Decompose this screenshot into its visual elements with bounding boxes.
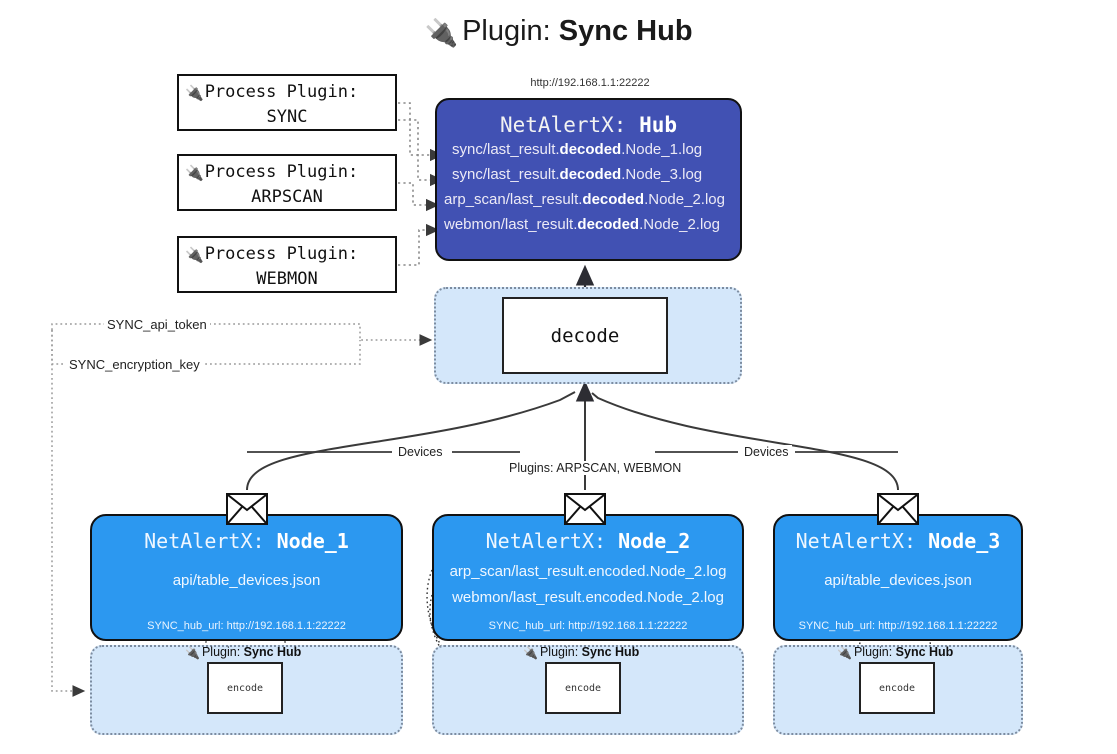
node-2-hub-url: SYNC_hub_url: http://192.168.1.1:22222 [488, 620, 688, 632]
hub-url-label: http://192.168.1.1:22222 [530, 77, 650, 89]
plug-icon: 🔌 [523, 646, 538, 660]
node-2-line-1: arp_scan/last_result.encoded.Node_2.log [449, 563, 727, 580]
plug-icon: 🔌 [185, 164, 204, 182]
process-plugin-sync-line2: SYNC [266, 107, 308, 127]
envelope-icon [877, 493, 919, 525]
hub-log-1: sync/last_result.decoded.Node_1.log [452, 141, 703, 158]
plug-icon: 🔌 [185, 246, 204, 264]
hub-node[interactable]: NetAlertX: Hub sync/last_result.decoded.… [435, 98, 742, 261]
node-1-hub-url: SYNC_hub_url: http://192.168.1.1:22222 [147, 620, 346, 632]
plug-icon: 🔌 [185, 646, 200, 660]
node-3[interactable]: NetAlertX: Node_3 api/table_devices.json… [773, 514, 1023, 641]
hub-log-2: sync/last_result.decoded.Node_3.log [452, 166, 703, 183]
hub-title: NetAlertX: Hub [437, 113, 740, 137]
node-3-line-1: api/table_devices.json [824, 572, 972, 589]
hub-log-4: webmon/last_result.decoded.Node_2.log [444, 216, 720, 233]
process-plugin-webmon-line2: WEBMON [256, 269, 318, 289]
encode-box-2[interactable]: encode [545, 662, 621, 714]
node-3-title: NetAlertX: Node_3 [795, 529, 1001, 553]
process-plugin-webmon[interactable]: 🔌Process Plugin: WEBMON [177, 236, 397, 293]
hub-title-name: Hub [639, 113, 677, 137]
encode-plugin-label-3: 🔌Plugin: Sync Hub [837, 645, 954, 660]
encode-plugin-label-1: 🔌Plugin: Sync Hub [185, 645, 302, 660]
encode-box-1[interactable]: encode [207, 662, 283, 714]
node-1-line-1: api/table_devices.json [172, 572, 321, 589]
plug-icon: 🔌 [424, 18, 459, 48]
node-2-lines: arp_scan/last_result.encoded.Node_2.log … [434, 559, 742, 611]
hub-title-prefix: NetAlertX: [499, 113, 640, 137]
plug-icon: 🔌 [185, 84, 204, 102]
process-plugin-arpscan[interactable]: 🔌Process Plugin: ARPSCAN [177, 154, 397, 211]
node-2-line-2: webmon/last_result.encoded.Node_2.log [452, 589, 724, 606]
node-2[interactable]: NetAlertX: Node_2 arp_scan/last_result.e… [432, 514, 744, 641]
hub-log-3: arp_scan/last_result.decoded.Node_2.log [444, 191, 725, 208]
process-plugin-sync[interactable]: 🔌Process Plugin: SYNC [177, 74, 397, 131]
sync-encryption-key-label: SYNC_encryption_key [66, 357, 203, 372]
encode-box-3[interactable]: encode [859, 662, 935, 714]
page-title-name: Sync Hub [558, 15, 693, 47]
encode-plugin-label-2: 🔌Plugin: Sync Hub [523, 645, 640, 660]
plug-icon: 🔌 [837, 646, 852, 660]
page-title: 🔌Plugin: Sync Hub [0, 14, 1117, 50]
page-title-prefix: Plugin: [462, 15, 559, 47]
edge-label-devices-right: Devices [740, 445, 793, 459]
process-plugin-webmon-line1: 🔌Process Plugin: [185, 244, 359, 264]
envelope-icon [226, 493, 268, 525]
process-plugin-sync-line1: 🔌Process Plugin: [185, 82, 359, 102]
node-3-hub-url: SYNC_hub_url: http://192.168.1.1:22222 [798, 620, 998, 632]
process-plugin-arpscan-line1: 🔌Process Plugin: [185, 162, 359, 182]
edge-label-plugins: Plugins: ARPSCAN, WEBMON [505, 461, 686, 475]
decode-box[interactable]: decode [502, 297, 668, 374]
process-plugin-arpscan-line2: ARPSCAN [251, 187, 323, 207]
edge-label-devices-left: Devices [394, 445, 447, 459]
node-2-title: NetAlertX: Node_2 [485, 529, 691, 553]
envelope-icon [564, 493, 606, 525]
node-1-title: NetAlertX: Node_1 [144, 529, 349, 553]
node-1[interactable]: NetAlertX: Node_1 api/table_devices.json… [90, 514, 403, 641]
sync-api-token-label: SYNC_api_token [104, 317, 210, 332]
